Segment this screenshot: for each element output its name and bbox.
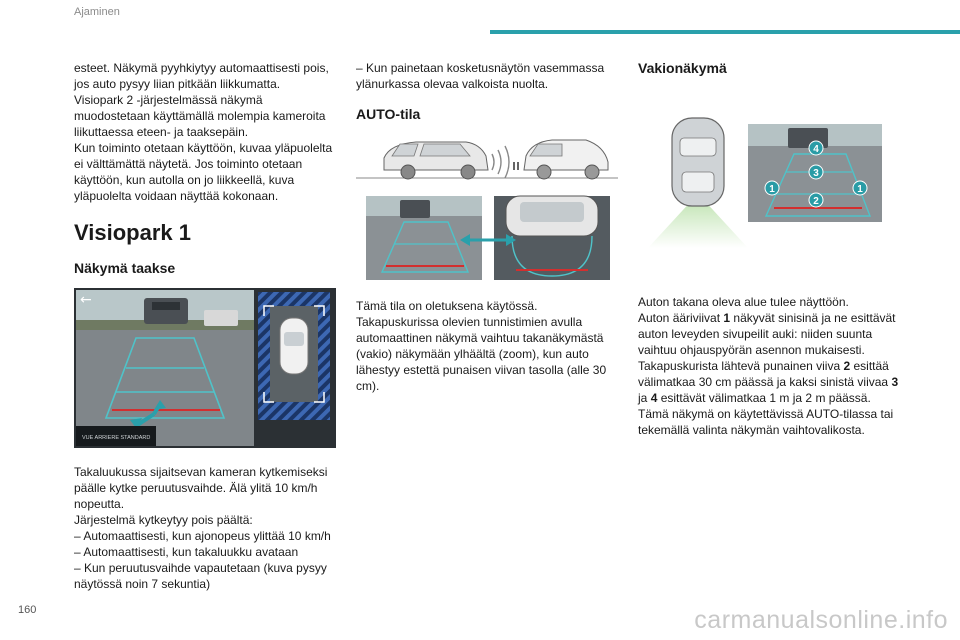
body-line: Takapuskurista lähtevä punainen viiva 2 … xyxy=(638,359,889,373)
intro-line: muodostetaan käyttämällä molempia kamero… xyxy=(74,109,326,123)
column-1: esteet. Näkymä pyyhkiytyy automaattisest… xyxy=(74,60,339,592)
body-line: Tämä näkymä on käytettävissä AUTO-tilass… xyxy=(638,407,894,421)
marker-3: 3 xyxy=(813,168,819,179)
body-line: (vakio) näkymään ylhäältä (zoom), kun au… xyxy=(356,347,589,361)
svg-text:←: ← xyxy=(80,292,92,308)
body-line: Järjestelmä kytkeytyy pois päältä: xyxy=(74,513,253,527)
body-line: päälle kytke peruutusvaihde. Älä ylitä 1… xyxy=(74,481,318,495)
body-line: näytössä noin 7 sekuntia) xyxy=(74,577,211,591)
section-heading: AUTO-tila xyxy=(356,106,421,122)
subsection-heading: Näkymä taakse xyxy=(74,260,176,276)
intro-line: yläpuolelta voidaan näyttää kokonaan. xyxy=(74,189,279,203)
running-header: Ajaminen xyxy=(74,6,120,18)
intro-line: – Kun painetaan kosketusnäytön vasemmass… xyxy=(356,61,605,75)
body-line: cm). xyxy=(356,379,380,393)
intro-line: Visiopark 2 -järjestelmässä näkymä xyxy=(74,93,263,107)
body-line: automaattinen näkymä vaihtuu takanäkymäs… xyxy=(356,331,604,345)
body-line: ja 4 esittävät välimatkaa 1 m ja 2 m pää… xyxy=(638,391,871,405)
standard-to-zoom-view-illustration xyxy=(366,195,610,280)
accent-bar xyxy=(490,30,960,34)
body-line: – Kun peruutusvaihde vapautetaan (kuva p… xyxy=(74,561,327,575)
body-line: – Automaattisesti, kun ajonopeus ylittää… xyxy=(74,529,331,543)
marker-1-left: 1 xyxy=(769,184,775,195)
intro-line: liikuttaessa eteen- ja taaksepäin. xyxy=(74,125,249,139)
rear-camera-screen-illustration: ← VUE ARRIERE STANDARD xyxy=(74,288,336,448)
intro-line: käyttöön, kun autolla on jo liikkeellä, … xyxy=(74,173,295,187)
screen-mode-label: VUE ARRIERE STANDARD xyxy=(82,435,150,441)
section-heading: Vakionäkymä xyxy=(638,60,727,76)
intro-line: jos auto pysyy liian pitkään liikkumatta… xyxy=(74,77,281,91)
body-line: vaihtuu ohjauspyörän asennon mukaisesti. xyxy=(638,343,865,357)
watermark: carmanualsonline.info xyxy=(694,606,948,634)
body-line: lähestyy estettä punaisen viivan tasolla… xyxy=(356,363,607,377)
section-heading: Visiopark 1 xyxy=(74,220,191,245)
body-line: – Automaattisesti, kun takaluukku avataa… xyxy=(74,545,299,559)
marker-2: 2 xyxy=(813,196,819,207)
marker-4: 4 xyxy=(813,144,819,155)
intro-line: ei välttämättä näytetä. Jos toiminto ote… xyxy=(74,157,303,171)
body-line: nopeutta. xyxy=(74,497,125,511)
body-line: auton leveyden sivupeilit auki: niiden s… xyxy=(638,327,873,341)
standard-view-diagram: 4 3 1 1 2 xyxy=(648,117,882,248)
body-line: Auton takana oleva alue tulee näyttöön. xyxy=(638,295,849,309)
body-line: Tämä tila on oletuksena käytössä. xyxy=(356,299,538,313)
body-line: Auton ääriviivat 1 näkyvät sinisinä ja n… xyxy=(638,311,896,325)
body-line: Takapuskurissa olevien tunnistimien avul… xyxy=(356,315,583,329)
marker-1-right: 1 xyxy=(857,184,863,195)
intro-line: Kun toiminto otetaan käyttöön, kuvaa ylä… xyxy=(74,141,333,155)
intro-line: ylänurkassa olevaa valkoista nuolta. xyxy=(356,77,549,91)
auto-mode-car-illustration xyxy=(356,139,618,180)
body-line: Takaluukussa sijaitsevan kameran kytkemi… xyxy=(74,465,328,479)
intro-line: esteet. Näkymä pyyhkiytyy automaattisest… xyxy=(74,61,329,75)
column-2: – Kun painetaan kosketusnäytön vasemmass… xyxy=(356,60,621,394)
column-3: Vakionäkymä 4 3 1 1 2 Auton takana oleva… xyxy=(638,60,903,438)
page-number: 160 xyxy=(18,604,37,616)
body-line: tekemällä valinta näkymän vaihtovalikost… xyxy=(638,423,865,437)
body-line: välimatkaa 30 cm päässä ja kaksi sinistä… xyxy=(638,375,899,389)
